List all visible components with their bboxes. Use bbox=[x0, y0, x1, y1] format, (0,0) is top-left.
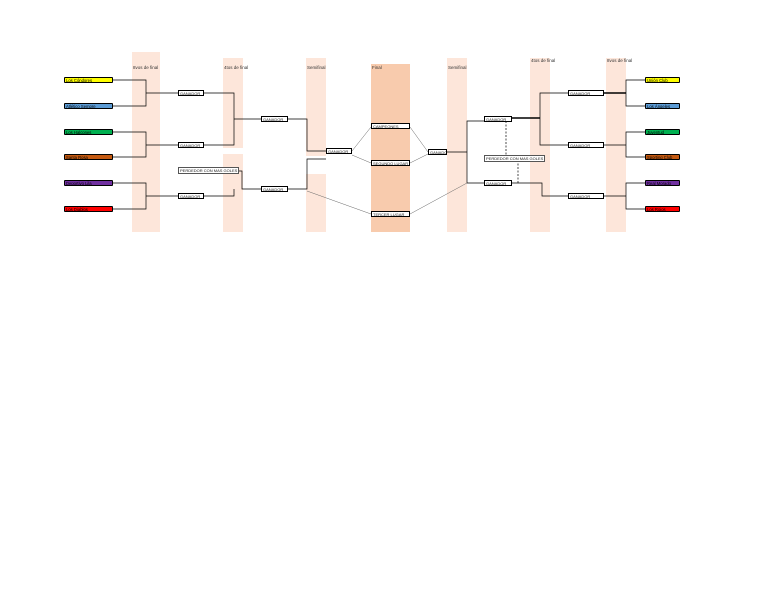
team-left-6: Los Diablos bbox=[64, 206, 113, 212]
winner-slot[interactable]: GANADOR bbox=[568, 90, 604, 96]
winner-slot[interactable]: GANADOR bbox=[326, 148, 352, 154]
winner-slot[interactable]: GANADOR bbox=[178, 193, 204, 199]
third-place-slot[interactable]: TERCER LUGAR bbox=[371, 211, 410, 217]
heading-left-semifinal: Semifinal bbox=[307, 65, 326, 70]
winner-slot[interactable]: GANADOR bbox=[568, 193, 604, 199]
team-right-3: Juventud bbox=[645, 129, 680, 135]
team-left-2: Atlético Sempre bbox=[64, 103, 113, 109]
winner-slot[interactable]: GANADOR bbox=[261, 186, 288, 192]
winner-slot[interactable]: GANADOR bbox=[484, 180, 512, 186]
band-left-semifinal-top bbox=[306, 58, 326, 156]
band-right-semifinal bbox=[447, 58, 467, 232]
heading-final: Final bbox=[372, 65, 382, 70]
heading-right-cuartos: 4tos de final bbox=[531, 58, 556, 63]
team-left-1: Los Cóndores bbox=[64, 77, 113, 83]
team-right-4: Sporting Club bbox=[645, 154, 680, 160]
team-left-5: Deportivo Lila bbox=[64, 180, 113, 186]
second-place-slot[interactable]: SEGUNDO LUGAR bbox=[371, 160, 410, 166]
team-right-6: Los Rojos bbox=[645, 206, 680, 212]
team-right-5: Real Morado bbox=[645, 180, 680, 186]
winner-slot[interactable]: GANADOR bbox=[178, 142, 204, 148]
winner-slot[interactable]: GANADOR bbox=[261, 116, 288, 122]
winner-slot[interactable]: GANADOR bbox=[568, 142, 604, 148]
heading-left-octavos: 8vos de final bbox=[133, 65, 159, 70]
heading-right-octavos: 8vos de final bbox=[607, 58, 633, 63]
band-left-semifinal-bottom bbox=[306, 174, 326, 232]
team-left-3: Los Halcones bbox=[64, 129, 113, 135]
winner-slot[interactable]: GANADOR bbox=[428, 149, 447, 155]
best-loser-label: PERDEDOR CON MAS GOLES bbox=[178, 167, 240, 174]
winner-slot[interactable]: GANADOR bbox=[484, 116, 512, 122]
best-loser-label: PERDEDOR CON MAS GOLES bbox=[484, 155, 546, 162]
team-right-1: Unión Club bbox=[645, 77, 680, 83]
band-left-cuartos-top bbox=[223, 58, 243, 148]
team-right-2: Los Ángeles bbox=[645, 103, 680, 109]
team-left-4: Santa Rosa bbox=[64, 154, 113, 160]
band-final bbox=[371, 64, 410, 232]
winner-slot[interactable]: GANADOR bbox=[178, 90, 204, 96]
heading-left-cuartos: 4tos de final bbox=[224, 65, 249, 70]
champion-slot[interactable]: CAMPEONES bbox=[371, 123, 410, 129]
heading-right-semifinal: Semifinal bbox=[448, 65, 467, 70]
